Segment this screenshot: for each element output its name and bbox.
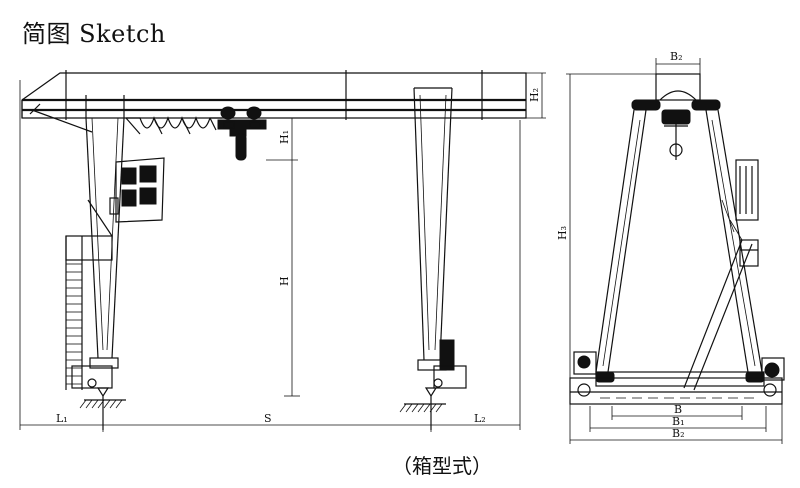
ground-hatch-mark: [103, 399, 111, 409]
type-caption: （箱型式）: [392, 454, 492, 478]
ground-hatch-mark: [411, 403, 419, 413]
side-girder-section[interactable]: [631, 73, 721, 160]
front-view: H₁ H H₂ L₁ S L₂: [19, 70, 546, 432]
ground-hatch-mark: [85, 399, 93, 409]
ground-hatch-mark: [115, 399, 123, 409]
cable-festoon: [125, 116, 222, 135]
dim-label-b: B: [674, 403, 682, 416]
ground-right: [399, 403, 446, 413]
hoist-trolley[interactable]: [217, 106, 267, 161]
dim-label-b1: B₁: [672, 415, 685, 428]
dim-label-b2-top: B₂: [670, 50, 683, 63]
side-cabin[interactable]: [735, 159, 759, 267]
side-legs: [595, 109, 763, 391]
dim-label-b2-bottom: B₂: [672, 427, 685, 440]
dim-label-l1: L₁: [56, 412, 68, 425]
sketch-title: 简图 Sketch: [22, 20, 166, 48]
dim-label-h2: H₂: [528, 88, 541, 102]
ground-hatch-mark: [97, 399, 105, 409]
control-cabin[interactable]: [109, 157, 165, 223]
ground-hatch-mark: [423, 403, 431, 413]
ground-hatch-mark: [399, 403, 407, 413]
ground-hatch-mark: [91, 399, 99, 409]
dim-label-h1: H₁: [278, 130, 291, 144]
ground-hatch-mark: [79, 399, 87, 409]
dim-label-h: H: [278, 276, 291, 286]
ground-hatch-mark: [109, 399, 117, 409]
dim-label-h3: H₃: [556, 226, 569, 240]
ground-left: [79, 399, 126, 409]
dim-label-s: S: [264, 412, 272, 425]
left-leg: [71, 95, 125, 430]
right-leg: [413, 87, 467, 430]
ground-hatch-mark: [435, 403, 443, 413]
dimension-lines-side: [566, 58, 783, 444]
ground-hatch-mark: [417, 403, 425, 413]
main-girder: [21, 70, 527, 133]
side-view: B₂ H₃ B B₁ B₂: [556, 50, 785, 444]
ladder: [65, 199, 113, 390]
dimension-lines-front: [19, 72, 546, 432]
ground-hatch-mark: [405, 403, 413, 413]
ground-hatch-mark: [429, 403, 437, 413]
side-bottom-beam: [569, 351, 785, 405]
dim-label-l2: L₂: [474, 412, 486, 425]
